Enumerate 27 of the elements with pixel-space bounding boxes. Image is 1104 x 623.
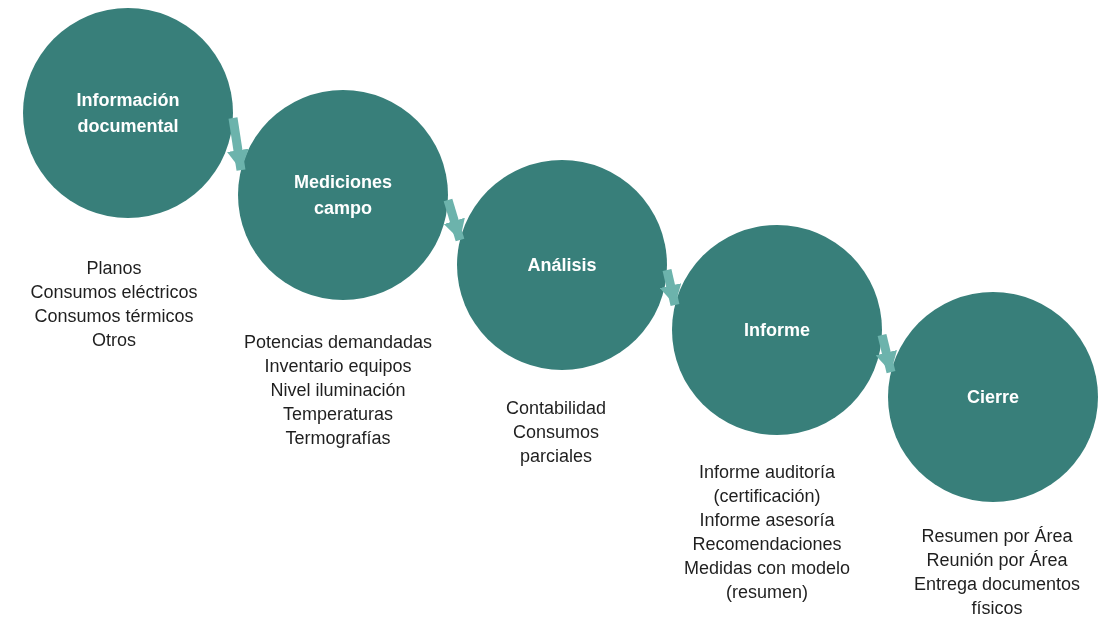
detail-text: Consumos parciales <box>511 421 600 468</box>
detail-text: Informe auditoría (certificación) <box>697 461 837 508</box>
detail-text: Otros <box>92 329 136 352</box>
detail-text: Medidas con modelo (resumen) <box>682 557 852 604</box>
detail-text: Reunión por Área <box>926 549 1068 572</box>
step-title: Cierre <box>967 386 1019 409</box>
step-title: Información documental <box>75 89 181 138</box>
detail-text: Planos <box>86 257 142 280</box>
arrow <box>227 117 249 171</box>
detail-text: Contabilidad <box>505 397 607 420</box>
detail-text: Nivel iluminación <box>270 379 406 402</box>
detail-text: Entrega documentos físicos <box>912 573 1082 620</box>
step-title: Análisis <box>527 254 597 277</box>
step-title: Mediciones campo <box>293 171 393 220</box>
step-title: Informe <box>744 319 810 342</box>
detail-text: Termografías <box>285 427 391 450</box>
detail-text: Informe asesoría <box>699 509 835 532</box>
detail-text: Recomendaciones <box>692 533 842 556</box>
detail-text: Temperaturas <box>282 403 394 426</box>
detail-text: Consumos eléctricos <box>30 281 198 304</box>
detail-text: Inventario equipos <box>264 355 412 378</box>
arrow <box>443 198 465 242</box>
arrow <box>659 269 682 307</box>
detail-text: Resumen por Área <box>921 525 1073 548</box>
arrow <box>875 333 897 374</box>
detail-text: Potencias demandadas <box>243 331 433 354</box>
detail-text: Consumos térmicos <box>34 305 194 328</box>
